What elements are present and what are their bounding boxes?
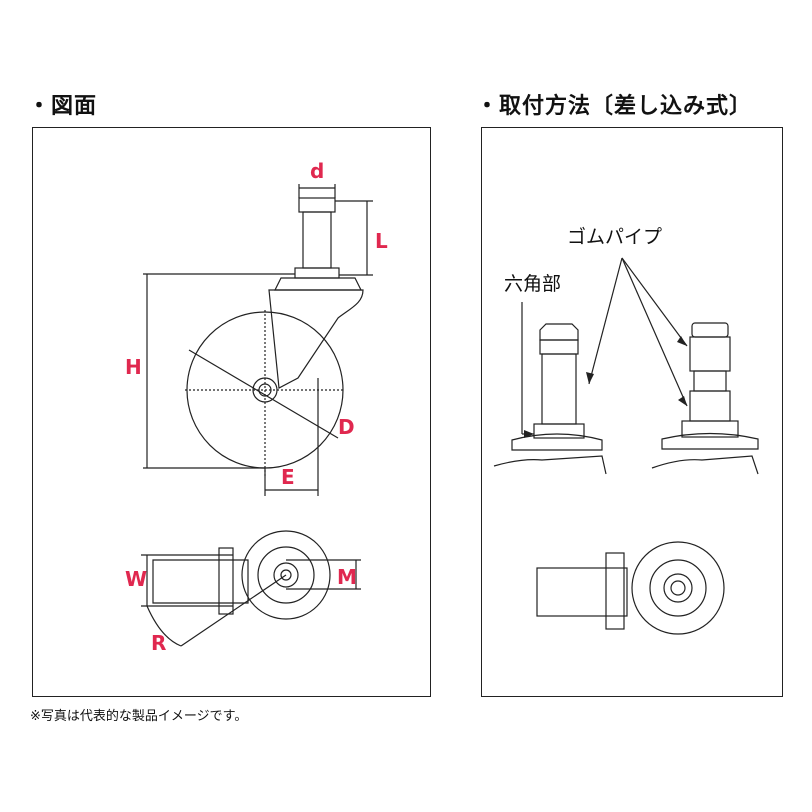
left-body [493, 455, 607, 475]
photo-bracket [605, 552, 625, 630]
bottom-view-bracket [218, 547, 234, 615]
right-nut [681, 420, 739, 438]
photo-axle [670, 580, 686, 596]
arrow-bottom [678, 396, 687, 406]
dim-d-label: d [310, 159, 324, 183]
bottom-view-wheel-inner [257, 546, 315, 604]
bottom-view-body [152, 559, 249, 604]
photo-wheel-outer [631, 541, 725, 635]
stem-top [298, 197, 336, 213]
dim-e-label: E [281, 465, 295, 489]
dim-w-label: W [125, 567, 147, 591]
photo-note: ※写真は代表的な製品イメージです。 [30, 709, 248, 724]
dim-r-label: R [151, 631, 166, 655]
right-plate [661, 432, 759, 450]
rubber-lower [689, 390, 731, 422]
photo-body [536, 567, 628, 617]
right-body [651, 455, 759, 475]
hex-part-label: 六角部 [504, 273, 561, 295]
rubber-pointer-bottom [621, 257, 688, 407]
caster-drawing: d L H D E W M R [125, 159, 388, 655]
top-plate [274, 277, 362, 291]
dim-m-label: M [337, 565, 357, 589]
rubber-mid [693, 370, 727, 392]
rubber-pointer-left [588, 257, 623, 385]
rubber-pipe-label: ゴムパイプ [567, 226, 662, 248]
arrow-top [677, 336, 687, 346]
arrow-hex [524, 430, 534, 438]
hex-collar [539, 339, 579, 355]
hex-top [539, 323, 579, 341]
fork-body [268, 289, 364, 389]
left-stem [541, 353, 577, 425]
dim-d-diameter-label: D [338, 415, 355, 439]
photo-wheel-inner [649, 559, 707, 617]
r-arc [146, 605, 182, 647]
stem-nut [294, 267, 340, 279]
diameter-line [188, 349, 339, 439]
bottom-view-axle [280, 569, 292, 581]
drawing-panel: d L H D E W M R [32, 127, 431, 697]
dim-l-label: L [375, 229, 388, 253]
rubber-pointer-top [621, 257, 688, 347]
left-nut [533, 423, 585, 439]
drawing-heading: ・図面 [28, 94, 98, 119]
bottom-view-wheel-outer [241, 530, 331, 620]
dim-h-label: H [125, 355, 142, 379]
stem-shaft [302, 211, 332, 269]
mounting-panel: ゴムパイプ 六角部 [481, 127, 783, 697]
mounting-heading: ・取付方法〔差し込み式〕 [476, 94, 753, 119]
bottom-view-hub [273, 562, 299, 588]
rubber-top [691, 322, 729, 338]
r-dim-line [180, 574, 287, 647]
rubber-upper [689, 336, 731, 372]
mounting-drawing: ゴムパイプ 六角部 [493, 226, 759, 635]
photo-hub [663, 573, 693, 603]
arrow-left [586, 372, 594, 384]
